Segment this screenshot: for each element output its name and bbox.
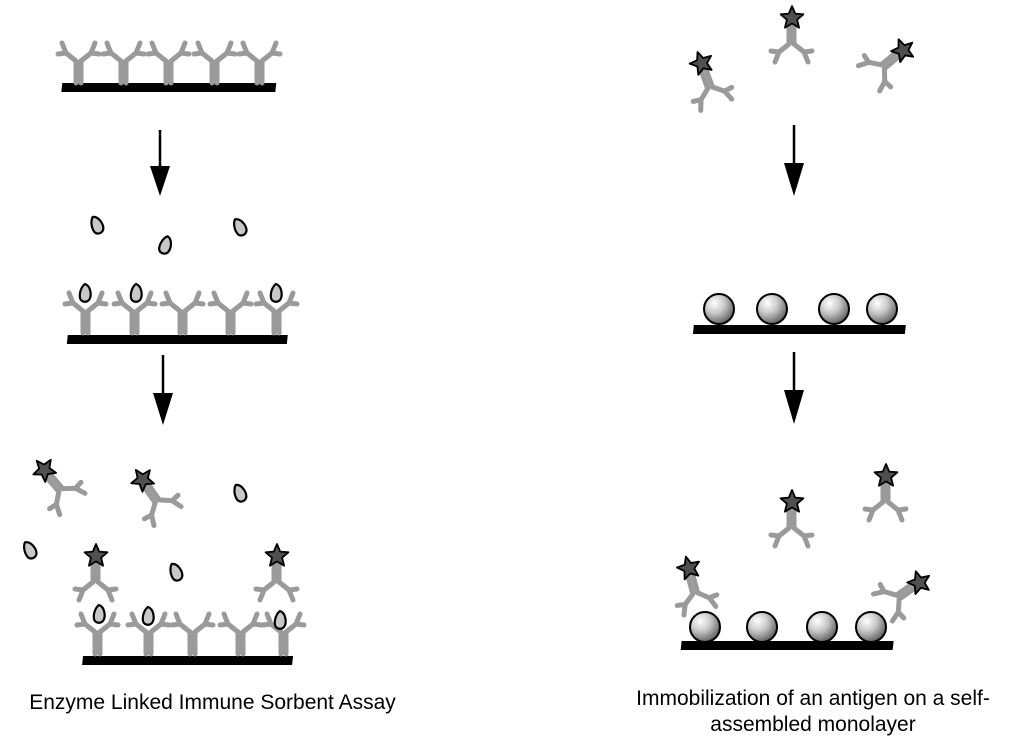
antibody-icon: [862, 477, 909, 523]
antigen-droplet-icon: [158, 235, 173, 255]
antibody-row: [62, 282, 300, 336]
star-icon: [676, 555, 700, 581]
sphere-row: [689, 611, 887, 643]
labeled-antibody: [72, 543, 119, 603]
sphere-icon: [855, 611, 887, 643]
sam-step2: [692, 293, 906, 334]
sphere-icon: [689, 611, 721, 643]
antibody-icon: [62, 290, 109, 336]
star-icon: [906, 570, 931, 595]
caption-elisa: Enzyme Linked Immune Sorbent Assay: [29, 691, 396, 714]
star-icon: [264, 543, 290, 567]
star-icon: [32, 458, 58, 483]
antibody-icon: [100, 40, 147, 86]
caption-sam: Immobilization of an antigen on a self- …: [598, 686, 1024, 738]
antigen-droplet-icon: [90, 215, 105, 235]
antibody-icon: [253, 290, 300, 336]
elisa-step1: [55, 40, 283, 92]
antigen-droplet-icon: [129, 282, 143, 303]
sphere-icon: [703, 293, 735, 325]
labeled-antibody: [855, 38, 915, 94]
antibody-icon: [111, 290, 158, 336]
antibody-icon: [768, 19, 815, 65]
labeled-antibody: [870, 570, 931, 624]
arrow-down-icon: [784, 352, 804, 424]
sam-step3: [674, 463, 931, 650]
arrow-down-icon: [150, 130, 170, 196]
elisa-step2: [62, 282, 300, 344]
antibody-icon: [145, 40, 192, 86]
elisa-step3: [23, 458, 307, 665]
labeled-antibody: [688, 51, 735, 113]
substrate-bar: [692, 325, 906, 334]
free-antigens: [90, 215, 248, 255]
labeled-antibodies: [674, 463, 931, 624]
substrate-bar: [82, 656, 294, 665]
labeled-antibody: [768, 489, 815, 549]
antibody-icon: [125, 611, 172, 657]
antibody-icon: [191, 40, 238, 86]
antigen-droplet-icon: [233, 218, 248, 237]
antibody-icon: [253, 557, 300, 603]
sam-panel: [674, 5, 931, 650]
caption-sam-line1: Immobilization of an antigen on a self-: [636, 687, 990, 710]
antibody-icon: [207, 290, 254, 336]
antibody-icon: [236, 40, 283, 86]
sphere-icon: [806, 611, 838, 643]
antigen-droplet-icon: [169, 562, 184, 582]
antibody-icon: [674, 568, 720, 618]
free-labeled-antibodies: [688, 5, 915, 113]
antigen-droplet-icon: [269, 282, 283, 303]
antibody-icon: [55, 40, 102, 86]
labeled-antibody: [130, 468, 184, 529]
substrate-bar: [61, 83, 277, 92]
labeled-antibody: [253, 543, 300, 603]
antibody-row: [74, 603, 307, 657]
star-icon: [779, 5, 805, 29]
arrow-down-icon: [153, 355, 173, 425]
antigen-droplet-icon: [92, 603, 106, 624]
sphere-icon: [746, 611, 778, 643]
antigen-droplet-icon: [141, 605, 155, 626]
labeled-antibody: [674, 555, 720, 618]
star-icon: [890, 38, 915, 64]
arrow-down-icon: [784, 125, 804, 196]
labeled-antibody: [862, 463, 909, 523]
star-icon: [130, 468, 155, 493]
substrate-bar: [680, 641, 894, 650]
sphere-icon: [756, 293, 788, 325]
sphere-icon: [866, 293, 898, 325]
antibody-icon: [159, 290, 206, 336]
sphere-row: [703, 293, 898, 325]
labeled-antibody: [768, 5, 815, 65]
labeled-antibody: [32, 458, 88, 518]
free-antigens: [23, 483, 248, 582]
antigen-droplet-icon: [23, 541, 38, 560]
antigen-droplet-icon: [78, 282, 92, 303]
substrate-bar: [66, 335, 288, 344]
antibody-icon: [855, 48, 904, 94]
antibody-icon: [74, 611, 121, 657]
antibody-icon: [169, 611, 216, 657]
antibody-row: [55, 40, 283, 86]
antibody-icon: [217, 611, 264, 657]
star-icon: [688, 51, 713, 76]
sphere-icon: [818, 293, 850, 325]
antigen-droplet-icon: [273, 609, 287, 630]
antibody-icon: [72, 557, 119, 603]
elisa-panel: [23, 40, 307, 665]
antigen-droplet-icon: [233, 483, 248, 503]
star-icon: [873, 463, 899, 487]
caption-sam-line2: assembled monolayer: [710, 713, 916, 736]
labeled-antibodies: [32, 458, 300, 603]
star-icon: [83, 543, 109, 567]
antibody-icon: [768, 503, 815, 549]
star-icon: [779, 489, 805, 513]
